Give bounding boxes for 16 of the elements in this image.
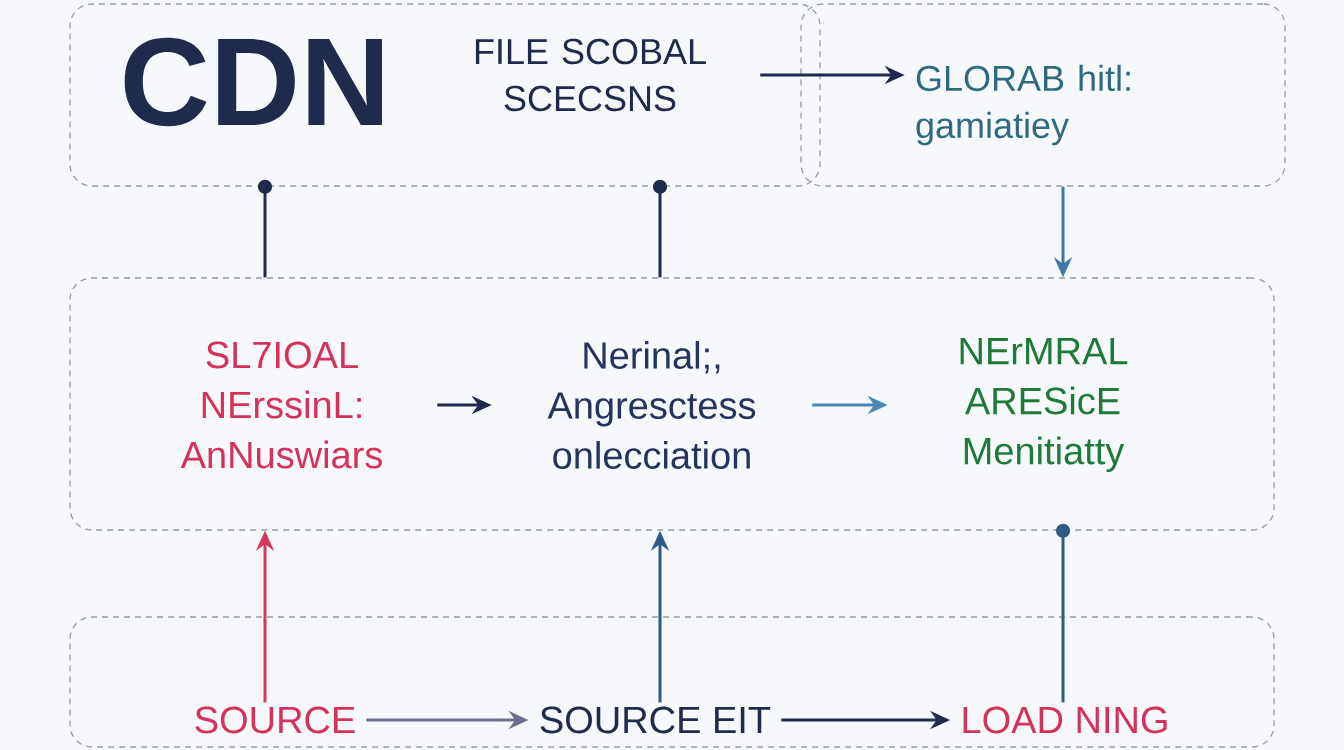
label-text: Nerinal;, Angresctess onlecciation <box>547 341 756 469</box>
label-text: SOURCE EIT <box>540 706 771 734</box>
arrow <box>653 179 667 278</box>
dashed-panel <box>69 616 1275 748</box>
dashed-panel <box>800 3 1286 187</box>
label-text: SOURCE <box>195 706 355 734</box>
arrow <box>258 179 272 278</box>
label-text: NErMRAL ARESicE Menitiatty <box>960 338 1128 472</box>
arrow <box>1056 523 1070 703</box>
label-text: LOAD NING <box>963 706 1167 734</box>
dashed-panel <box>69 3 821 187</box>
dashed-panel <box>69 277 1275 531</box>
title-text: CDN <box>124 37 382 127</box>
label-text: SL7IOAL NErssinL: AnNuswiars <box>180 341 382 469</box>
label-text: FILE SCOBAL SCECSNS <box>475 38 706 112</box>
label-text: GLORAB hitl: gamiatiey <box>916 64 1130 146</box>
